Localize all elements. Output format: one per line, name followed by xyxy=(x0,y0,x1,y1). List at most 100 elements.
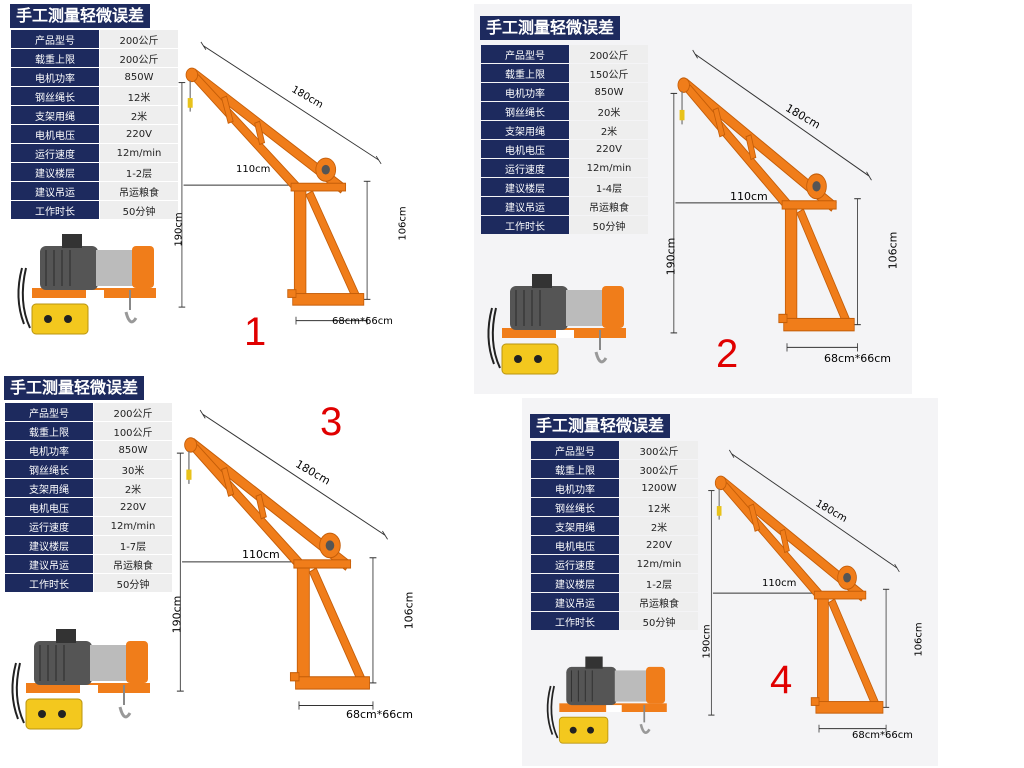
crane-diagram: 180cm 110cm 190cm 106cm 68cm*66cm xyxy=(664,48,910,368)
spec-value: 200公斤 xyxy=(100,30,178,48)
spec-key: 电机电压 xyxy=(5,498,93,516)
panel-title: 手工测量轻微误差 xyxy=(4,376,145,400)
dim-post-label: 106cm xyxy=(397,206,409,241)
spec-key: 建议吊运 xyxy=(481,197,569,215)
dim-base-label: 68cm*66cm xyxy=(852,730,913,741)
dim-post-label: 106cm xyxy=(913,622,925,657)
crane-frame xyxy=(172,40,410,340)
spec-value: 12米 xyxy=(620,498,698,516)
spec-value: 1200W xyxy=(620,479,698,497)
spec-value: 200公斤 xyxy=(570,45,648,63)
panel-number: 4 xyxy=(770,658,793,702)
spec-key: 产品型号 xyxy=(481,45,569,63)
spec-key: 钢丝绳长 xyxy=(481,102,569,120)
spec-value: 200公斤 xyxy=(100,49,178,67)
spec-value: 20米 xyxy=(570,102,648,120)
spec-value: 30米 xyxy=(94,460,172,478)
spec-key: 运行速度 xyxy=(531,555,619,573)
spec-key: 钢丝绳长 xyxy=(531,498,619,516)
spec-key: 支架用绳 xyxy=(5,479,93,497)
spec-key: 建议楼层 xyxy=(481,178,569,196)
spec-key: 运行速度 xyxy=(481,159,569,177)
spec-key: 电机功率 xyxy=(5,441,93,459)
spec-value: 220V xyxy=(620,536,698,554)
spec-value: 12m/min xyxy=(620,555,698,573)
spec-value: 220V xyxy=(94,498,172,516)
spec-key: 支架用绳 xyxy=(531,517,619,535)
spec-key: 建议吊运 xyxy=(531,593,619,611)
spec-key: 产品型号 xyxy=(11,30,99,48)
spec-row: 建议吊运吊运粮食 xyxy=(11,182,178,200)
spec-key: 建议楼层 xyxy=(531,574,619,592)
dim-post-label: 106cm xyxy=(402,591,416,630)
spec-value: 2米 xyxy=(100,106,178,124)
spec-key: 运行速度 xyxy=(5,517,93,535)
panel-number: 2 xyxy=(716,332,739,376)
spec-key: 支架用绳 xyxy=(11,106,99,124)
spec-value: 100公斤 xyxy=(94,422,172,440)
spec-key: 电机电压 xyxy=(481,140,569,158)
spec-value: 850W xyxy=(94,441,172,459)
spec-key: 支架用绳 xyxy=(481,121,569,139)
spec-value: 50分钟 xyxy=(100,201,178,219)
spec-key: 工作时长 xyxy=(11,201,99,219)
spec-row: 建议吊运吊运粮食 xyxy=(5,555,172,573)
spec-key: 载重上限 xyxy=(11,49,99,67)
spec-value: 1-2层 xyxy=(620,574,698,592)
spec-value: 2米 xyxy=(570,121,648,139)
spec-value: 50分钟 xyxy=(570,216,648,234)
spec-key: 工作时长 xyxy=(5,574,93,592)
panel-number: 3 xyxy=(320,400,343,444)
spec-value: 吊运粮食 xyxy=(620,593,698,611)
spec-value: 吊运粮食 xyxy=(100,182,178,200)
spec-key: 载重上限 xyxy=(5,422,93,440)
spec-key: 建议楼层 xyxy=(5,536,93,554)
dim-base-label: 68cm*66cm xyxy=(824,352,892,365)
spec-value: 220V xyxy=(570,140,648,158)
spec-value: 850W xyxy=(100,68,178,86)
hoist-motor-image xyxy=(482,264,632,382)
spec-value: 50分钟 xyxy=(620,612,698,630)
spec-value: 2米 xyxy=(94,479,172,497)
spec-value: 1-7层 xyxy=(94,536,172,554)
dim-arm-label: 110cm xyxy=(242,548,280,561)
spec-value: 2米 xyxy=(620,517,698,535)
crane-diagram: 180cm 110cm 190cm 106cm 68cm*66cm xyxy=(172,40,410,340)
spec-key: 电机电压 xyxy=(531,536,619,554)
crane-frame xyxy=(702,448,936,748)
spec-value: 12m/min xyxy=(570,159,648,177)
